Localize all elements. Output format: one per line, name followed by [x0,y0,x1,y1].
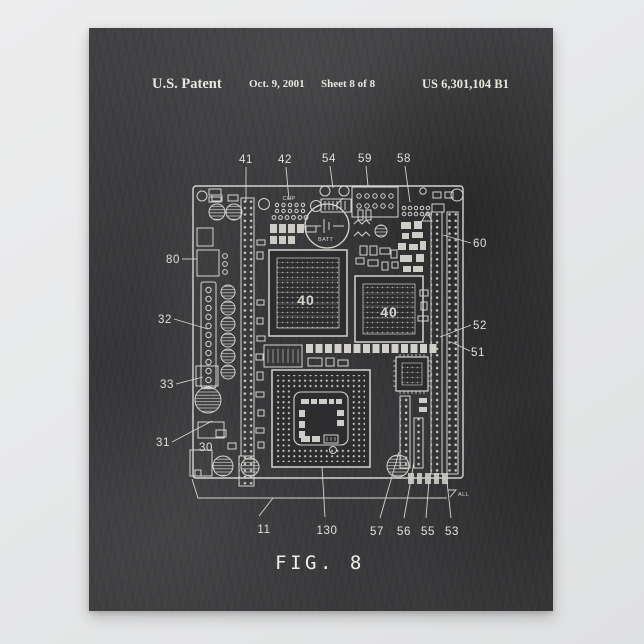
ref-58: 58 [397,153,411,165]
all-label: ALL [458,492,469,498]
bga-chip-left [268,249,348,337]
qfp-chip [393,354,431,394]
component-54 [319,185,352,213]
top-edge-components [208,185,445,244]
component-58-pads [401,203,445,222]
memory-block-row [306,344,437,353]
ref-52: 52 [473,320,487,332]
ref-30: 30 [199,442,213,454]
ref-32: 32 [158,314,172,326]
patent-header: U.S. Patent Oct. 9, 2001 Sheet 8 of 8 US… [152,76,509,92]
patent-header-sheet: Sheet 8 of 8 [321,78,376,90]
chp-pad-field [271,202,309,220]
sram-module [263,344,349,368]
component-59 [351,186,399,218]
ref-53: 53 [445,526,459,538]
ref-31: 31 [156,437,170,449]
battery-label: BATT [318,237,333,243]
ref-51: 51 [471,347,485,359]
ref-60: 60 [473,238,487,250]
cpu-socket [271,369,371,468]
figure-caption: FIG. 8 [275,552,365,574]
right-pin-header-strips [417,191,459,475]
edge-tabs [408,473,448,484]
ref-42: 42 [278,154,292,166]
ref-80: 80 [166,254,180,266]
ref-55: 55 [421,526,435,538]
passive-components-left [255,239,266,449]
reference-numerals: 41 42 54 59 58 60 52 51 80 32 33 31 30 1… [156,153,487,538]
ref-41: 41 [239,154,253,166]
patent-header-title: U.S. Patent [152,76,222,92]
ref-59: 59 [358,153,372,165]
mixed-passives-top-right [353,209,399,271]
smd-block-row [270,224,304,244]
ref-11: 11 [257,524,270,536]
coin-battery [304,197,350,249]
bga-chip-right [354,275,424,343]
ref-56: 56 [397,526,411,538]
chp-label: CHP [283,196,296,202]
triangle-component [421,210,433,222]
chipset-block-cluster [398,221,426,282]
left-pin-header-strip [238,197,255,487]
patent-header-number: US 6,301,104 B1 [422,77,509,91]
circuit-board-figure [171,165,472,519]
ref-54: 54 [322,153,336,165]
all-callout-arrow [448,489,457,498]
chip-left-label: 40 [297,292,315,308]
board-outline [192,185,464,479]
ref-130: 130 [317,525,338,537]
patent-header-date: Oct. 9, 2001 [249,78,305,90]
ref-57: 57 [370,526,384,538]
ref-33: 33 [160,379,174,391]
leader-lines [171,165,472,519]
chip-right-label: 40 [380,304,398,320]
